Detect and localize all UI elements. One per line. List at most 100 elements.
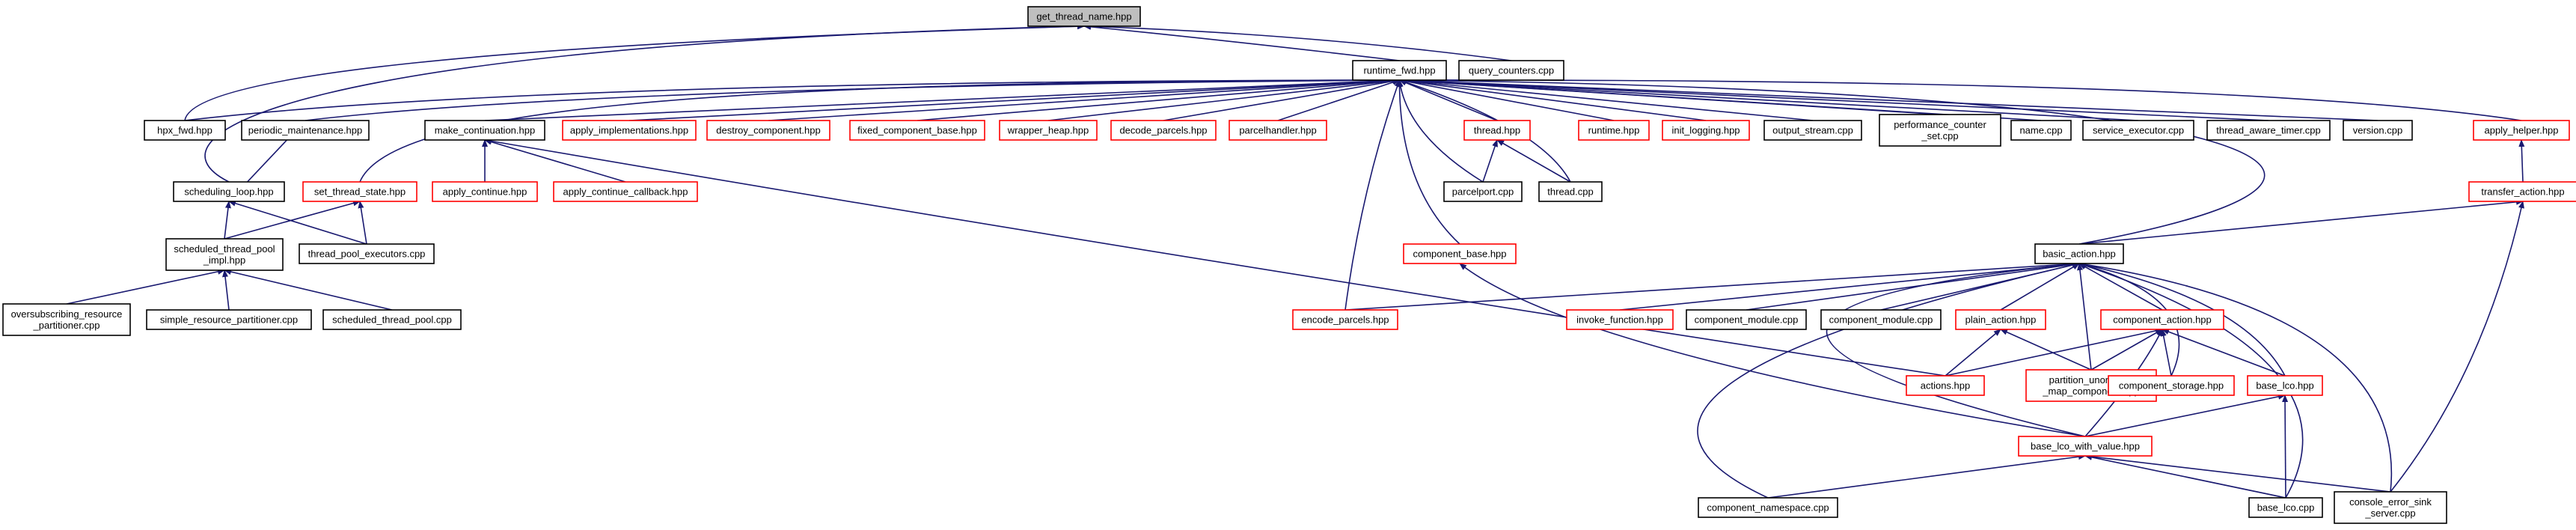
- edge-set-thread-state-to-runtime-fwd: [359, 77, 1401, 183]
- node-box: [2100, 309, 2224, 330]
- node-box: [2010, 120, 2072, 141]
- edge-thread-hpp-to-runtime-fwd: [1398, 79, 1498, 121]
- edge-parcelport-to-thread-hpp: [1482, 139, 1498, 183]
- node-label: get_thread_name.hpp: [1036, 11, 1131, 22]
- node-box: [2334, 491, 2447, 524]
- node-init-logging[interactable]: init_logging.hpp: [1662, 120, 1750, 141]
- node-oversubscribing[interactable]: oversubscribing_resource_partitioner.cpp: [2, 303, 131, 336]
- node-periodic-maintenance[interactable]: periodic_maintenance.hpp: [241, 120, 370, 141]
- node-plain-action[interactable]: plain_action.hpp: [1955, 309, 2046, 330]
- node-apply-continue[interactable]: apply_continue.hpp: [432, 181, 538, 202]
- edge-partition-unordered-to-plain-action: [2000, 329, 2092, 371]
- edge-basic-action-to-transfer-action: [2078, 198, 2524, 245]
- node-encode-parcels[interactable]: encode_parcels.hpp: [1292, 309, 1398, 330]
- node-box: [424, 120, 545, 141]
- node-component-storage[interactable]: component_storage.hpp: [2108, 375, 2235, 396]
- node-get-thread-name[interactable]: get_thread_name.hpp: [1027, 6, 1141, 27]
- node-component-base[interactable]: component_base.hpp: [1403, 243, 1517, 264]
- node-query-counters[interactable]: query_counters.cpp: [1458, 60, 1564, 81]
- node-label: wrapper_heap.hpp: [1007, 125, 1089, 136]
- node-label: apply_continue_callback.hpp: [563, 186, 688, 198]
- node-thread-cpp[interactable]: thread.cpp: [1538, 181, 1603, 202]
- node-basic-action[interactable]: basic_action.hpp: [2034, 243, 2124, 264]
- node-label: scheduled_thread_pool.cpp: [332, 314, 452, 326]
- node-scheduling-loop[interactable]: scheduling_loop.hpp: [173, 181, 285, 202]
- node-box: [2247, 375, 2323, 396]
- node-label: parcelport.cpp: [1452, 186, 1514, 198]
- edge-base-lco-cpp-to-base-lco-with-value: [2084, 454, 2286, 499]
- node-label: invoke_function.hpp: [1576, 314, 1663, 326]
- node-label: init_logging.hpp: [1671, 125, 1740, 136]
- node-base-lco-cpp[interactable]: base_lco.cpp: [2248, 497, 2323, 518]
- node-box: [999, 120, 1098, 141]
- node-parcelport[interactable]: parcelport.cpp: [1443, 181, 1523, 202]
- edge-thread-aware-timer-to-runtime-fwd: [1398, 77, 2269, 121]
- node-name-cpp[interactable]: name.cpp: [2010, 120, 2072, 141]
- node-component-namespace[interactable]: component_namespace.cpp: [1698, 497, 1838, 518]
- node-label: thread.cpp: [1547, 186, 1593, 198]
- node-hpx-fwd[interactable]: hpx_fwd.hpp: [144, 120, 226, 141]
- edge-component-namespace-to-basic-action: [1697, 262, 2080, 499]
- node-label: query_counters.cpp: [1469, 65, 1554, 76]
- node-fixed-component-base[interactable]: fixed_component_base.hpp: [849, 120, 985, 141]
- node-label: encode_parcels.hpp: [1301, 314, 1389, 326]
- edge-apply-continue-callback-to-make-continuation: [484, 138, 626, 183]
- edge-parcelhandler-to-runtime-fwd: [1277, 79, 1401, 121]
- node-invoke-function[interactable]: invoke_function.hpp: [1566, 309, 1674, 330]
- node-base-lco-hpp[interactable]: base_lco.hpp: [2247, 375, 2323, 396]
- node-decode-parcels[interactable]: decode_parcels.hpp: [1110, 120, 1217, 141]
- node-runtime-hpp[interactable]: runtime.hpp: [1578, 120, 1650, 141]
- node-destroy-component[interactable]: destroy_component.hpp: [706, 120, 830, 141]
- node-simple-resource-partitioner[interactable]: simple_resource_partitioner.cpp: [146, 309, 312, 330]
- node-component-module-2[interactable]: component_module.cpp: [1820, 309, 1942, 330]
- edge-name-cpp-to-runtime-fwd: [1398, 77, 2042, 121]
- node-label: scheduled_thread_pool: [174, 243, 275, 255]
- node-service-executor[interactable]: service_executor.cpp: [2082, 120, 2194, 141]
- node-wrapper-heap[interactable]: wrapper_heap.hpp: [999, 120, 1098, 141]
- node-runtime-fwd[interactable]: runtime_fwd.hpp: [1352, 60, 1447, 81]
- node-perf-counter-set[interactable]: performance_counter_set.cpp: [1879, 114, 2001, 147]
- node-label: component_storage.hpp: [2119, 380, 2224, 392]
- node-scheduled-thread-pool-cpp[interactable]: scheduled_thread_pool.cpp: [322, 309, 462, 330]
- edge-base-lco-hpp-to-component-action: [2162, 329, 2286, 377]
- node-label: apply_implementations.hpp: [570, 125, 688, 136]
- node-actions-hpp[interactable]: actions.hpp: [1906, 375, 1985, 396]
- node-component-action[interactable]: component_action.hpp: [2100, 309, 2224, 330]
- node-apply-continue-callback[interactable]: apply_continue_callback.hpp: [553, 181, 698, 202]
- node-label: plain_action.hpp: [1965, 314, 2037, 326]
- edge-apply-implementations-to-runtime-fwd: [628, 77, 1401, 121]
- node-scheduled-thread-pool-impl[interactable]: scheduled_thread_pool_impl.hpp: [165, 238, 284, 271]
- edge-parcelport-to-runtime-fwd: [1397, 79, 1484, 183]
- node-box: [1763, 120, 1862, 141]
- node-console-error-sink[interactable]: console_error_sink_server.cpp: [2334, 491, 2447, 524]
- node-box: [299, 243, 435, 264]
- edge-apply-helper-to-runtime-fwd: [1398, 76, 2522, 121]
- node-box: [165, 238, 284, 271]
- node-thread-aware-timer[interactable]: thread_aware_timer.cpp: [2206, 120, 2331, 141]
- node-output-stream[interactable]: output_stream.cpp: [1763, 120, 1862, 141]
- node-thread-hpp[interactable]: thread.hpp: [1463, 120, 1531, 141]
- node-label: hpx_fwd.hpp: [157, 125, 212, 136]
- node-box: [1292, 309, 1398, 330]
- edge-base-lco-cpp-to-base-lco-hpp: [2282, 395, 2289, 499]
- node-box: [1820, 309, 1942, 330]
- node-make-continuation[interactable]: make_continuation.hpp: [424, 120, 545, 141]
- node-component-module-1[interactable]: component_module.cpp: [1686, 309, 1807, 330]
- node-base-lco-with-value[interactable]: base_lco_with_value.hpp: [2018, 436, 2153, 457]
- edge-actions-hpp-to-make-continuation: [484, 138, 1946, 377]
- edge-console-error-sink-to-transfer-action: [2390, 201, 2524, 493]
- node-apply-helper[interactable]: apply_helper.hpp: [2473, 120, 2570, 141]
- node-set-thread-state[interactable]: set_thread_state.hpp: [302, 181, 417, 202]
- node-version-cpp[interactable]: version.cpp: [2343, 120, 2413, 141]
- edge-hpx-fwd-to-get-thread-name: [184, 23, 1085, 121]
- file-nodes: get_thread_name.hpp runtime_fwd.hpp query_…: [2, 6, 2576, 524]
- node-apply-implementations[interactable]: apply_implementations.hpp: [562, 120, 697, 141]
- node-thread-pool-executors[interactable]: thread_pool_executors.cpp: [299, 243, 435, 264]
- node-transfer-action[interactable]: transfer_action.hpp: [2468, 181, 2576, 202]
- node-label: apply_helper.hpp: [2484, 125, 2558, 136]
- node-parcelhandler[interactable]: parcelhandler.hpp: [1229, 120, 1327, 141]
- edge-scheduling-loop-to-get-thread-name: [204, 23, 1085, 183]
- edge-base-lco-with-value-to-basic-action: [1826, 261, 2086, 437]
- node-box: [432, 181, 538, 202]
- node-label: component_module.cpp: [1695, 314, 1799, 326]
